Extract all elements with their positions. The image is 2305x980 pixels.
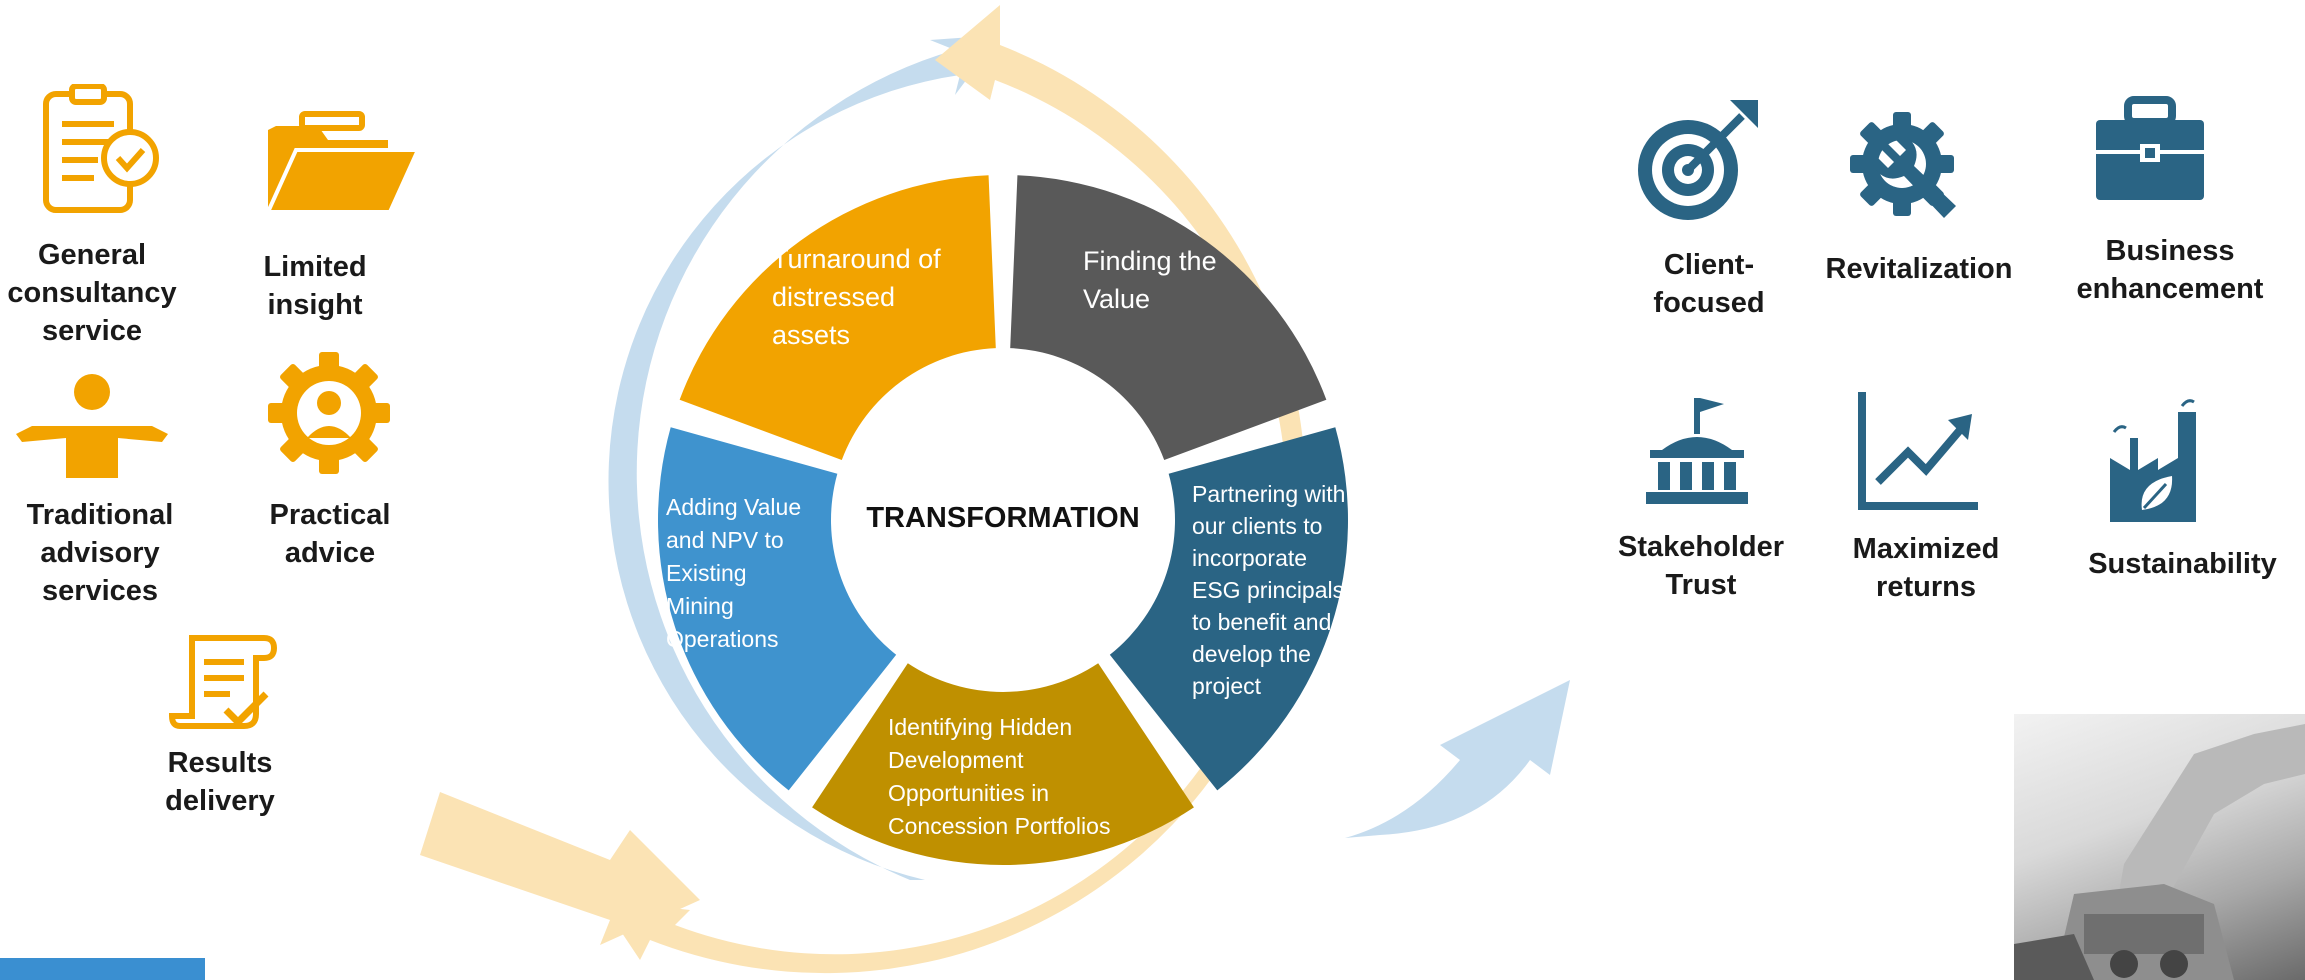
exit-arrow-blue	[1345, 680, 1570, 838]
segment-label-line: ESG principals	[1192, 577, 1344, 603]
label-revitalization: Revitalization	[1825, 253, 2013, 285]
growth-chart-icon	[1858, 392, 1978, 510]
segment-label-line: our clients to	[1192, 513, 1322, 539]
segment-label-line: Concession Portfolios	[888, 813, 1110, 839]
segment-label-line: Opportunities in	[888, 780, 1049, 806]
label-sustainability: Sustainability	[2088, 548, 2277, 580]
segment-labels-group: Turnaround of distressed assets Finding the…	[666, 244, 1345, 839]
segment-label-line: incorporate	[1192, 545, 1307, 571]
folder-icon	[264, 111, 422, 214]
segment-identifying	[812, 663, 1194, 866]
segment-label-line: develop the	[1192, 641, 1311, 667]
segment-label-line: Value	[1083, 284, 1150, 314]
segments-group	[658, 175, 1349, 866]
scroll-check-icon	[168, 635, 278, 729]
entry-arrow-orange	[420, 792, 700, 945]
segment-label-line: to benefit and	[1192, 609, 1331, 635]
gear-person-icon	[268, 352, 390, 474]
segment-finding	[1010, 175, 1327, 461]
segment-label-line: Existing	[666, 560, 747, 586]
segment-adding	[658, 427, 897, 791]
segment-label-partnering: Partnering with our clients to incorporate…	[1192, 481, 1345, 699]
segment-partnering	[1109, 427, 1349, 791]
excavator-photo	[2014, 714, 2305, 980]
briefcase-icon	[2096, 96, 2204, 200]
segment-label-line: Mining	[666, 593, 734, 619]
shrugging-person-icon	[16, 374, 168, 478]
segment-label-turnaround: Turnaround of distressed assets	[772, 244, 941, 350]
target-arrow-icon	[1638, 100, 1758, 220]
segment-label-line: assets	[772, 320, 850, 350]
segment-label-line: Adding Value	[666, 494, 801, 520]
segment-label-line: project	[1192, 673, 1262, 699]
center-label: TRANSFORMATION	[866, 502, 1139, 534]
segment-label-line: Turnaround of	[772, 244, 941, 274]
gear-wrench-icon	[1850, 112, 1956, 218]
segment-turnaround	[679, 175, 996, 461]
label-client-focused: Client-focused	[1653, 249, 1765, 319]
accent-bar	[0, 958, 205, 980]
eco-factory-icon	[2110, 399, 2196, 522]
institution-flag-icon	[1646, 398, 1748, 504]
segment-label-line: and NPV to	[666, 527, 784, 553]
segment-label-line: Identifying Hidden	[888, 714, 1072, 740]
clipboard-check-icon	[43, 84, 159, 213]
segment-label-line: distressed	[772, 282, 895, 312]
segment-label-line: Operations	[666, 626, 779, 652]
segment-label-line: Development	[888, 747, 1024, 773]
segment-label-line: Partnering with	[1192, 481, 1345, 507]
segment-label-line: Finding the	[1083, 246, 1217, 276]
